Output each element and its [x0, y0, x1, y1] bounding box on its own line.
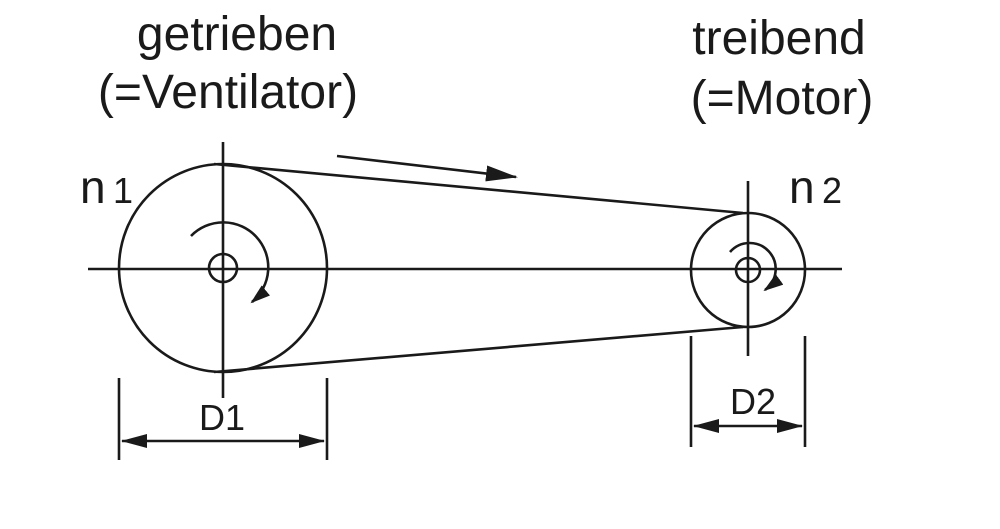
label-n2-subscript: 2 — [822, 170, 842, 211]
left-pulley-hub — [207, 252, 239, 284]
label-d2: D2 — [730, 381, 776, 422]
belt-direction-arrow — [336, 154, 518, 182]
diagram-linework — [88, 142, 842, 460]
label-driven-subtitle: (=Ventilator) — [98, 66, 358, 119]
label-n1-subscript: 1 — [113, 170, 133, 211]
left-rotation-arrow — [190, 221, 270, 304]
label-driving-subtitle: (=Motor) — [691, 72, 874, 125]
label-n2-symbol: n — [789, 161, 815, 213]
label-d1: D1 — [199, 397, 245, 438]
belt-top-line — [213, 162, 744, 215]
label-n1-symbol: n — [80, 161, 106, 213]
label-driving-title: treibend — [692, 12, 865, 65]
label-driven-title: getrieben — [137, 8, 337, 61]
right-rotation-arrow — [729, 241, 784, 292]
diagram-labels: getrieben (=Ventilator) treibend (=Motor… — [80, 8, 873, 438]
right-pulley-hub — [734, 256, 762, 284]
right-pulley-circle — [689, 211, 807, 329]
belt-bottom-line — [213, 325, 744, 374]
